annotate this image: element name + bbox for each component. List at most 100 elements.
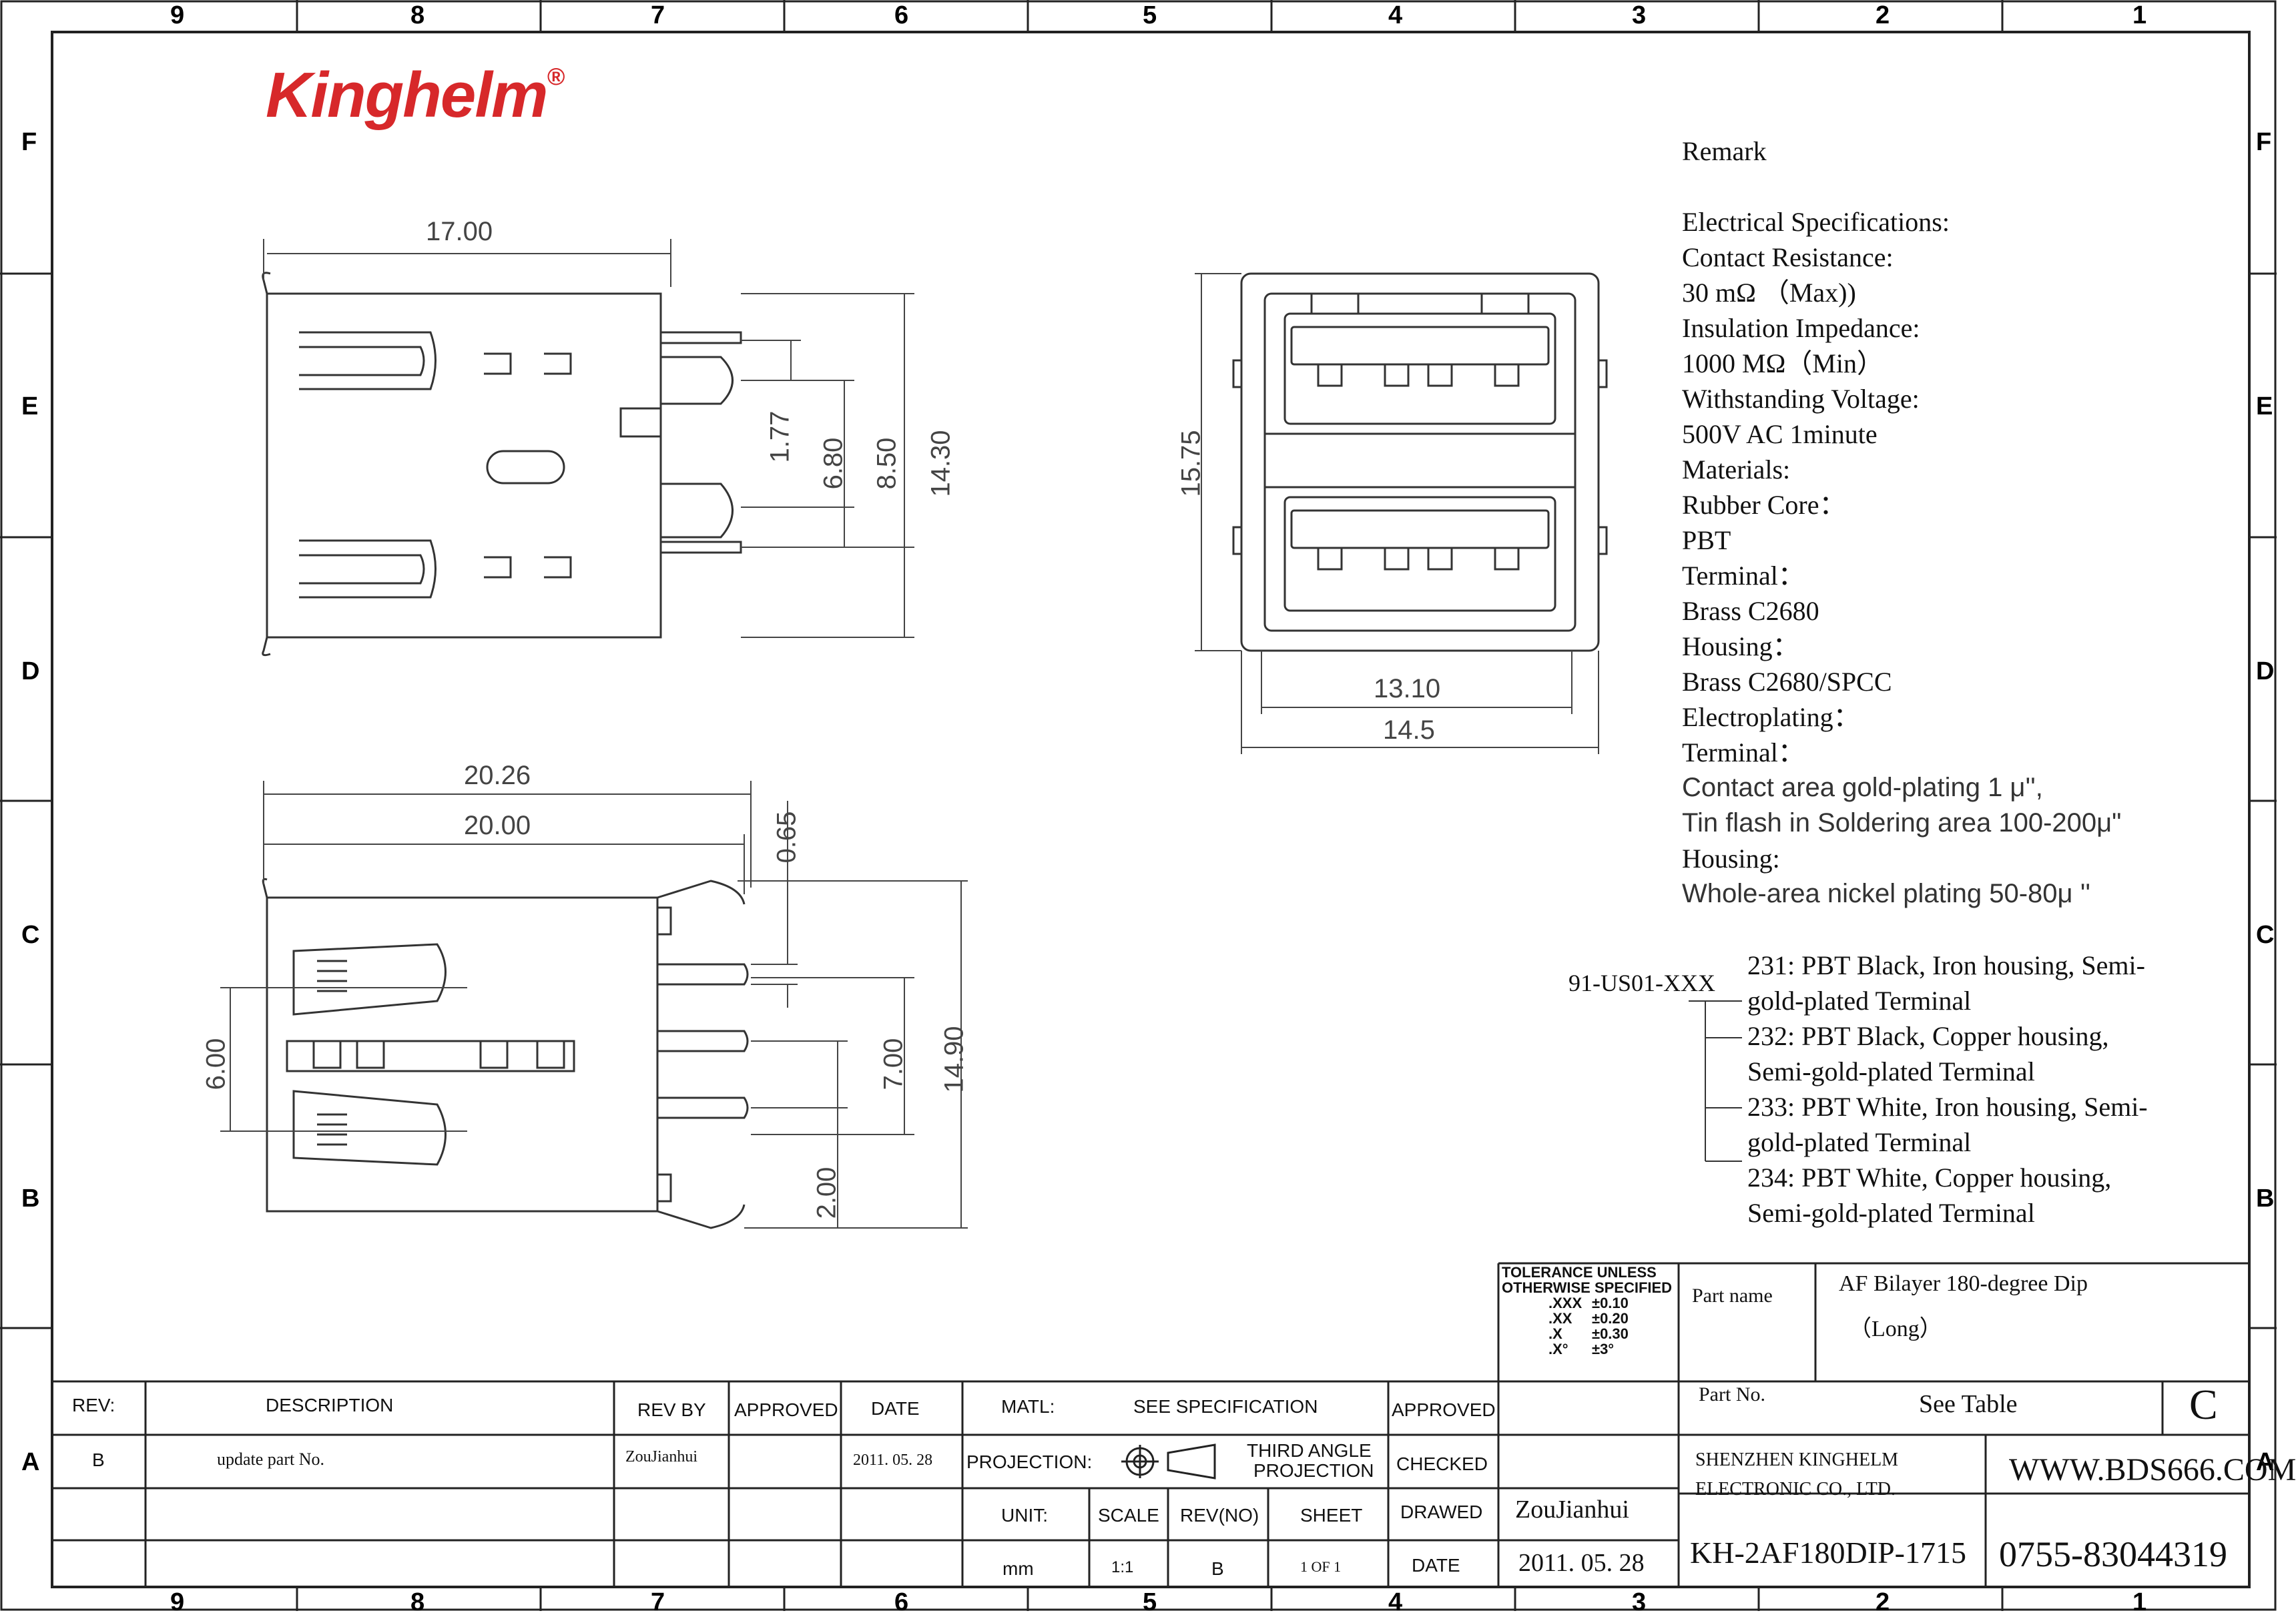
- tolerance-value: ±0.20: [1592, 1310, 1629, 1327]
- dim-top-1-77: 1.77: [765, 410, 795, 463]
- part-option-line: 234: PBT White, Copper housing,: [1747, 1163, 2112, 1193]
- rev-by-header: REV BY: [637, 1399, 706, 1420]
- date-header: DATE: [871, 1398, 920, 1419]
- col-label-5-bottom: 5: [1143, 1588, 1157, 1616]
- remark-line: Terminal：: [1682, 561, 1805, 591]
- approved-2-header: APPROVED: [1392, 1399, 1496, 1420]
- col-label-9: 9: [170, 1, 185, 29]
- part-name-value-2: （Long）: [1849, 1317, 1942, 1341]
- tolerance-row: .X°±3°: [1502, 1341, 1677, 1357]
- rev-date-value: 2011. 05. 28: [853, 1451, 933, 1469]
- tolerance-value: ±3°: [1592, 1341, 1615, 1357]
- matl-header: MATL:: [1001, 1396, 1055, 1417]
- approved-header: APPROVED: [734, 1399, 838, 1420]
- col-label-4: 4: [1388, 1, 1403, 29]
- phone-number: 0755-83044319: [1999, 1534, 2227, 1574]
- kinghelm-logo: Kinghelm®: [266, 59, 565, 132]
- dim-side-20-26: 20.26: [464, 761, 531, 790]
- part-name-value: AF Bilayer 180-degree Dip: [1839, 1271, 2088, 1296]
- rev-letter: C: [2189, 1381, 2218, 1428]
- part-options-list: 231: PBT Black, Iron housing, Semi- gold…: [1747, 948, 2148, 1231]
- row-label-C: C: [21, 921, 40, 949]
- remark-line: 500V AC 1minute: [1682, 419, 1878, 449]
- col-label-3-bottom: 3: [1632, 1588, 1647, 1616]
- tolerance-header: TOLERANCE UNLESS: [1502, 1264, 1657, 1281]
- tolerance-row: .XX±0.20: [1502, 1311, 1677, 1326]
- remark-line: Contact Resistance:: [1682, 242, 1894, 272]
- remark-housing-label: Housing:: [1682, 844, 1780, 874]
- tolerance-box: TOLERANCE UNLESS OTHERWISE SPECIFIED .XX…: [1502, 1265, 1677, 1357]
- tolerance-key: .X: [1548, 1325, 1562, 1342]
- remark-line: Materials:: [1682, 454, 1791, 484]
- row-label-F-right: F: [2256, 128, 2272, 156]
- part-name-label: Part name: [1692, 1285, 1773, 1307]
- company-line-2: ELECTRONIC CO., LTD.: [1695, 1479, 1896, 1500]
- unit-label: UNIT:: [1001, 1505, 1048, 1526]
- remark-line: Brass C2680: [1682, 596, 1819, 626]
- col-label-2-bottom: 2: [1876, 1588, 1890, 1616]
- projection-value-1: THIRD ANGLE: [1247, 1440, 1372, 1461]
- checked-label: CHECKED: [1396, 1453, 1488, 1474]
- col-label-9-bottom: 9: [170, 1588, 185, 1616]
- col-label-8-bottom: 8: [410, 1588, 425, 1616]
- scale-value: 1:1: [1111, 1558, 1134, 1576]
- dim-front-inner-width: 13.10: [1374, 674, 1441, 703]
- remark-title: Remark: [1682, 136, 1767, 166]
- col-label-3: 3: [1632, 1, 1647, 29]
- remark-line: Housing：: [1682, 631, 1799, 661]
- dim-side-6-00: 6.00: [201, 1038, 231, 1090]
- dim-side-20-00: 20.00: [464, 811, 531, 840]
- part-option-line: Semi-gold-plated Terminal: [1747, 1056, 2035, 1086]
- col-label-7-bottom: 7: [651, 1588, 665, 1616]
- remark-plating-line: Tin flash in Soldering area 100-200μ": [1682, 808, 2122, 838]
- projection-label: PROJECTION:: [966, 1451, 1093, 1472]
- sheet-value: 1 OF 1: [1300, 1558, 1342, 1575]
- part-option-line: 233: PBT White, Iron housing, Semi-: [1747, 1092, 2148, 1122]
- logo-text: Kinghelm: [266, 59, 548, 131]
- tolerance-value: ±0.10: [1592, 1295, 1629, 1311]
- col-label-6: 6: [894, 1, 909, 29]
- remark-line: Electrical Specifications:: [1682, 207, 1950, 237]
- remark-plating-line: Contact area gold-plating 1 μ'',: [1682, 773, 2043, 802]
- remark-block: Remark Electrical Specifications: Contac…: [1682, 133, 2243, 912]
- tolerance-key: .XXX: [1548, 1295, 1583, 1311]
- col-label-4-bottom: 4: [1388, 1588, 1403, 1616]
- tolerance-row: .XXX ±0.10: [1502, 1295, 1677, 1311]
- row-label-C-right: C: [2256, 921, 2275, 949]
- remark-line: 1000 MΩ（Min）: [1682, 348, 1884, 378]
- date-value: 2011. 05. 28: [1518, 1549, 1645, 1577]
- tolerance-row: .X±0.30: [1502, 1326, 1677, 1341]
- col-label-1-bottom: 1: [2132, 1588, 2147, 1616]
- col-label-2: 2: [1876, 1, 1890, 29]
- dim-top-14-30: 14.30: [926, 430, 956, 497]
- col-label-5: 5: [1143, 1, 1157, 29]
- part-no-value: See Table: [1919, 1390, 2018, 1418]
- row-label-D-right: D: [2256, 657, 2275, 685]
- dim-top-6-80: 6.80: [818, 437, 848, 490]
- matl-value: SEE SPECIFICATION: [1133, 1396, 1318, 1417]
- remark-line: Electroplating：: [1682, 702, 1860, 732]
- projection-value-2: PROJECTION: [1253, 1460, 1374, 1481]
- dim-front-outer-width: 14.5: [1383, 715, 1435, 745]
- company-line-1: SHENZHEN KINGHELM: [1695, 1449, 1899, 1470]
- rev-no-value: B: [1211, 1558, 1224, 1579]
- description-value: update part No.: [217, 1449, 325, 1469]
- dim-side-14-90: 14.90: [939, 1026, 969, 1093]
- row-label-E-right: E: [2256, 392, 2273, 420]
- registered-mark: ®: [547, 63, 564, 90]
- row-label-B-right: B: [2256, 1185, 2275, 1213]
- remark-line: Insulation Impedance:: [1682, 313, 1920, 343]
- col-label-6-bottom: 6: [894, 1588, 909, 1616]
- drawed-value: ZouJianhui: [1515, 1496, 1629, 1524]
- drawed-label: DRAWED: [1400, 1502, 1483, 1522]
- dim-top-8-50: 8.50: [872, 437, 902, 490]
- part-option-line: 232: PBT Black, Copper housing,: [1747, 1021, 2109, 1051]
- remark-line: PBT: [1682, 525, 1731, 555]
- remark-line: 30 mΩ （Max)): [1682, 278, 1856, 308]
- dim-side-2-00: 2.00: [812, 1167, 842, 1219]
- part-option-line: gold-plated Terminal: [1747, 1127, 1972, 1157]
- row-label-E: E: [21, 392, 39, 420]
- part-option-line: gold-plated Terminal: [1747, 986, 1972, 1016]
